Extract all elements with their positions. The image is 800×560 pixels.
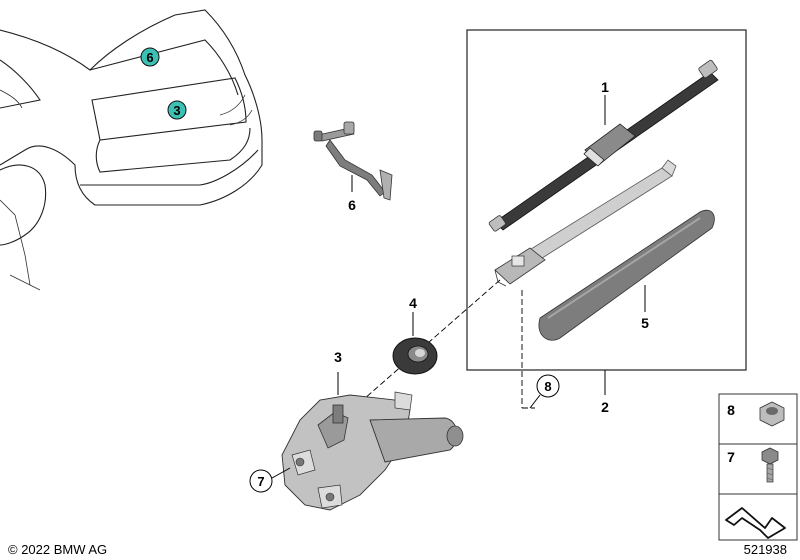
callout-5: 5 [641, 315, 649, 331]
callout-6: 6 [348, 197, 356, 213]
callout-1: 1 [601, 79, 609, 95]
diagram-id: 521938 [744, 542, 787, 557]
copyright-text: © 2022 BMW AG [8, 542, 107, 557]
wiper-motor-part [281, 372, 464, 511]
grommet-part [392, 312, 438, 375]
fastener-legend: 8 7 [718, 393, 798, 541]
legend-label-8: 8 [727, 402, 735, 418]
hex-nut-icon [759, 401, 785, 427]
wiper-set-box [466, 29, 747, 395]
arm-cover-part [538, 209, 715, 341]
legend-label-7: 7 [727, 449, 735, 465]
callout-8: 8 [529, 374, 560, 409]
bracket-symbol-icon [725, 507, 786, 539]
wiper-arm-part [494, 159, 677, 287]
svg-text:6: 6 [146, 50, 153, 65]
car-rear-outline [0, 9, 263, 291]
car-marker-6: 6 [140, 47, 160, 67]
assembly-dashed-lines [339, 279, 535, 421]
callout-2: 2 [601, 399, 609, 415]
callout-3: 3 [334, 349, 342, 365]
callout-7: 7 [249, 467, 291, 493]
svg-text:7: 7 [257, 474, 264, 489]
car-marker-3: 3 [167, 100, 187, 120]
washer-jet-part [313, 121, 393, 201]
svg-text:8: 8 [544, 379, 551, 394]
svg-text:3: 3 [173, 103, 180, 118]
callout-4: 4 [409, 295, 417, 311]
bolt-icon [761, 447, 779, 483]
wiper-blade-part [488, 59, 719, 232]
